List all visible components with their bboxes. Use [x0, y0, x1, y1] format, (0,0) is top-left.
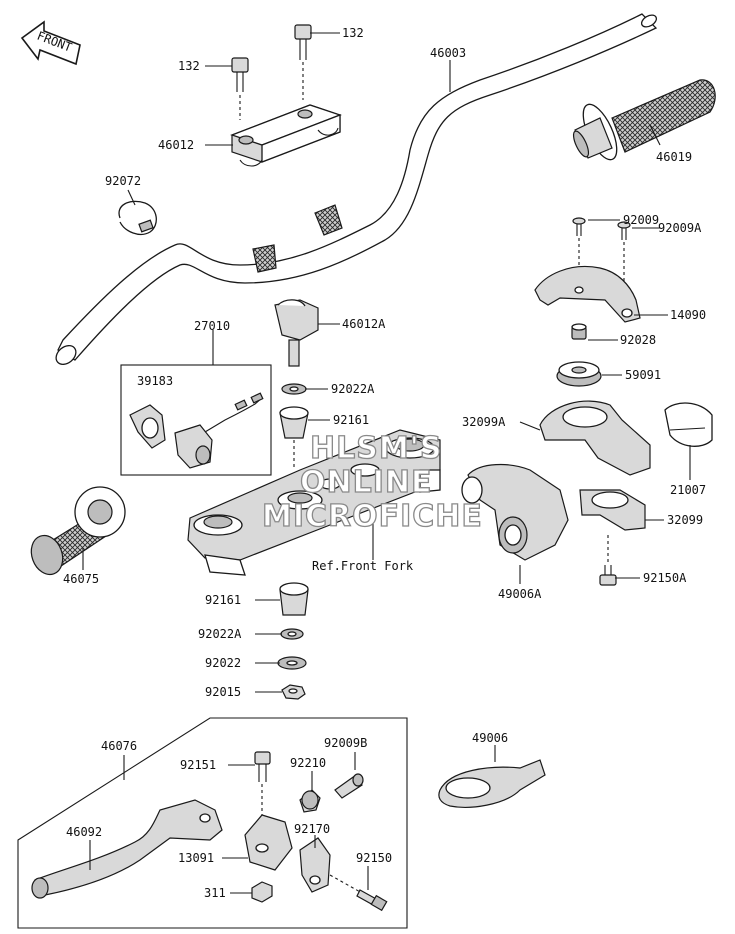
washer-a-bottom	[280, 628, 304, 640]
label-14090: 14090	[670, 308, 706, 322]
part-labels: 132 132 46003 46012 46019 92072 92009 92…	[63, 26, 706, 900]
label-92150A: 92150A	[643, 571, 687, 585]
label-132-left: 132	[178, 59, 200, 73]
steering-stem-head	[187, 429, 441, 576]
label-92028: 92028	[620, 333, 656, 347]
label-92210: 92210	[290, 756, 326, 770]
lever-nut	[251, 881, 273, 903]
label-ref-front-fork: Ref.Front Fork	[312, 559, 414, 573]
engine-stop-switch	[174, 392, 264, 469]
clamp-bolt	[329, 874, 388, 912]
watermark: HLSM'S ONLINE MICROFICHE	[261, 430, 483, 534]
watermark-line-1: HLSM'S	[310, 431, 442, 466]
switch-clip	[129, 404, 166, 449]
label-132-right: 132	[342, 26, 364, 40]
label-92022A-top: 92022A	[331, 382, 375, 396]
clamp-bolt-left	[231, 57, 249, 120]
damper-top	[279, 406, 309, 468]
label-27010: 27010	[194, 319, 230, 333]
throttle-grip-tube	[461, 463, 569, 561]
label-92072: 92072	[105, 174, 141, 188]
wire-band	[118, 200, 157, 236]
label-92161-bottom: 92161	[205, 593, 241, 607]
lever-pivot-bolt	[254, 751, 271, 815]
damper-bottom	[279, 582, 309, 616]
watermark-line-2: ONLINE	[300, 465, 433, 500]
collar	[571, 323, 587, 340]
lever-holder	[244, 814, 293, 871]
handlebar	[55, 13, 658, 366]
handlebar-clamp	[230, 104, 342, 167]
label-46019: 46019	[656, 150, 692, 164]
washer-bottom	[277, 656, 307, 670]
left-grip	[30, 486, 126, 576]
label-46003: 46003	[430, 46, 466, 60]
label-49006A: 49006A	[498, 587, 542, 601]
label-46076: 46076	[101, 739, 137, 753]
throttle-case-upper	[539, 400, 651, 476]
front-arrow-icon: FRONT	[20, 20, 81, 66]
label-49006: 49006	[472, 731, 508, 745]
label-46075: 46075	[63, 572, 99, 586]
label-92170: 92170	[294, 822, 330, 836]
label-21007: 21007	[670, 483, 706, 497]
lever-clamp	[299, 837, 331, 893]
throttle-cover-screw	[572, 217, 586, 280]
label-92022A-bottom: 92022A	[198, 627, 242, 641]
label-311: 311	[204, 886, 226, 900]
label-46092: 46092	[66, 825, 102, 839]
label-46012: 46012	[158, 138, 194, 152]
throttle-case-lower	[579, 489, 646, 531]
right-grip	[572, 79, 716, 161]
label-46012A: 46012A	[342, 317, 386, 331]
adjuster	[299, 789, 321, 813]
label-39183: 39183	[137, 374, 173, 388]
label-92151: 92151	[180, 758, 216, 772]
clutch-lever	[31, 799, 223, 899]
case-bolt-a	[599, 535, 617, 586]
cable-cover	[664, 402, 713, 447]
label-92022: 92022	[205, 656, 241, 670]
bar-holder-a	[274, 299, 319, 367]
throttle-cover	[534, 266, 641, 323]
label-92009: 92009	[623, 213, 659, 227]
adjuster-screw	[334, 773, 364, 799]
label-92150: 92150	[356, 851, 392, 865]
label-59091: 59091	[625, 368, 661, 382]
label-13091: 13091	[178, 851, 214, 865]
washer-a-top	[281, 383, 307, 395]
grommet	[556, 361, 602, 387]
label-92015: 92015	[205, 685, 241, 699]
clamp-bolt-right	[294, 24, 312, 100]
label-92161-top: 92161	[333, 413, 369, 427]
watermark-line-3: MICROFICHE	[262, 499, 483, 534]
throttle-cover-screw-a	[617, 221, 631, 305]
label-32099: 32099	[667, 513, 703, 527]
label-92009A: 92009A	[658, 221, 702, 235]
label-32099A: 32099A	[462, 415, 506, 429]
leader-lines	[82, 32, 691, 894]
nut	[281, 684, 306, 700]
label-92009B: 92009B	[324, 736, 367, 750]
lever-cover	[438, 759, 546, 808]
